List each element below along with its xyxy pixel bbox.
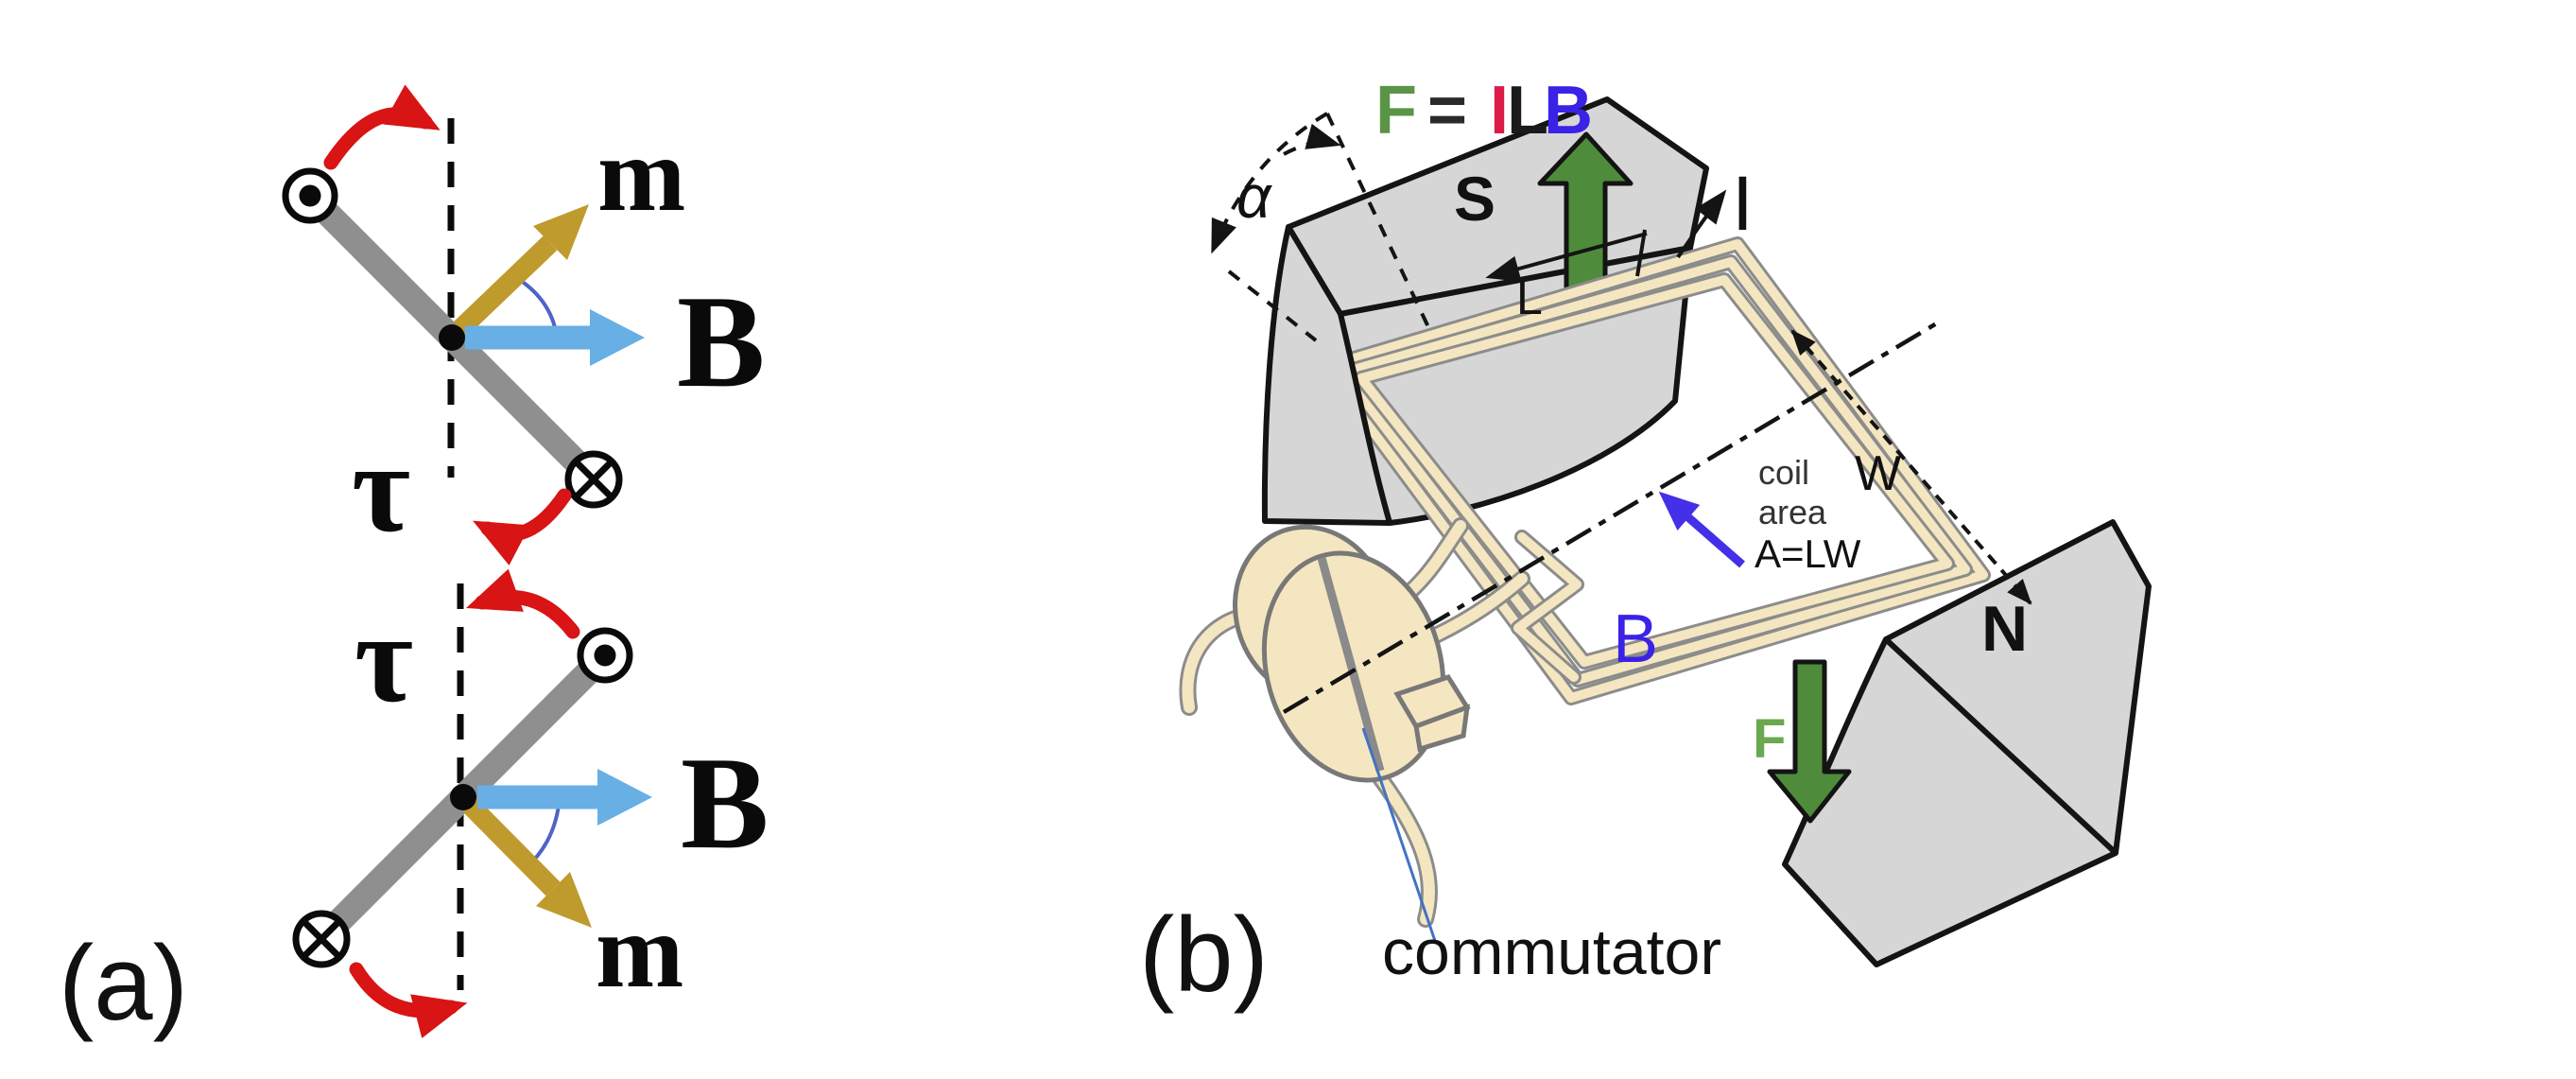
commutator-split-gap <box>1317 556 1385 773</box>
moment-label: m <box>596 893 683 1010</box>
alpha-dashed-line-right <box>1325 113 1431 330</box>
torque-label: τ <box>352 418 410 559</box>
formula-length: L <box>1507 73 1548 148</box>
current-into-page-icon <box>564 450 623 509</box>
south-magnet-front-face <box>1261 224 1392 526</box>
torque-label: τ <box>354 588 413 729</box>
formula-current: I <box>1490 73 1509 148</box>
torque-rotation-arrow-top <box>466 568 580 639</box>
width-arrow <box>1790 329 2032 605</box>
pivot-dot <box>450 784 476 810</box>
current-out-of-page-icon <box>282 167 338 224</box>
pivot-dot <box>439 324 465 351</box>
magnetic-field-arrow <box>465 309 645 366</box>
current-into-page-icon <box>292 910 351 968</box>
field-label: B <box>1613 601 1658 677</box>
loop-side-view-diagram-bottom: τ B m <box>292 568 769 1038</box>
alpha-arc-arrow <box>1211 112 1329 254</box>
formula-field: B <box>1544 73 1593 148</box>
alpha-dashed-line-axis <box>1227 270 1318 342</box>
torque-rotation-arrow-top <box>323 84 441 170</box>
width-dimension: W <box>1790 329 2032 605</box>
length-arrow <box>1485 232 1648 282</box>
coil-area-annotation: coil area A=LW <box>1755 453 1861 576</box>
magnetic-field-arrow <box>477 769 652 826</box>
force-down-label: F <box>1753 708 1786 770</box>
north-pole-label: N <box>1981 593 2028 665</box>
field-label: B <box>677 269 765 415</box>
length-label: L <box>1516 271 1543 324</box>
torque-rotation-arrow-bottom <box>349 962 468 1038</box>
commutator-leader-line <box>1361 727 1437 942</box>
coil-area-line3: A=LW <box>1755 531 1861 576</box>
rotation-axis-line <box>1282 320 1942 714</box>
coil-area-line1: coil <box>1758 453 1809 492</box>
south-pole-label: S <box>1454 164 1495 234</box>
length-dimension: L <box>1485 229 1648 324</box>
current-out-of-page-icon <box>577 627 633 684</box>
current-direction-arrow <box>1676 189 1727 259</box>
force-down-arrow <box>1767 659 1852 824</box>
moment-label: m <box>597 116 685 234</box>
magnetic-moment-arrow <box>462 797 592 928</box>
field-label: B <box>681 730 769 877</box>
coil-area-line2: area <box>1758 493 1827 531</box>
brush-block-side <box>1413 704 1471 753</box>
field-annotation: B <box>1613 491 1745 677</box>
width-label: W <box>1855 446 1901 501</box>
formula-equals: = <box>1427 73 1467 148</box>
alpha-arc-arrow-top <box>1283 123 1341 156</box>
alpha-angle-annotation: α <box>1211 112 1431 342</box>
formula-f-ilb: F = I L B <box>1375 73 1593 148</box>
formula-force: F <box>1375 73 1417 148</box>
field-arrow <box>1658 491 1745 568</box>
coil-zigzag-wire <box>1513 532 1582 682</box>
current-annotation: I <box>1676 161 1754 259</box>
magnetic-moment-arrow <box>453 204 589 337</box>
commutator <box>1233 524 1471 783</box>
loop-side-view-diagram-top: m B τ <box>282 84 765 566</box>
commutator-caption: commutator <box>1382 916 1721 988</box>
panel-a-label: (a) <box>59 924 188 1042</box>
panel-b: α L I W B coil area A=LW F <box>1139 73 2152 1014</box>
current-label: I <box>1732 161 1754 247</box>
alpha-label: α <box>1236 163 1272 231</box>
lead-wire-right <box>1367 762 1435 925</box>
length-tick <box>1635 229 1647 277</box>
panel-a: m B τ <box>59 84 769 1042</box>
panel-b-label: (b) <box>1139 896 1269 1014</box>
torque-rotation-arrow-bottom <box>473 488 572 566</box>
